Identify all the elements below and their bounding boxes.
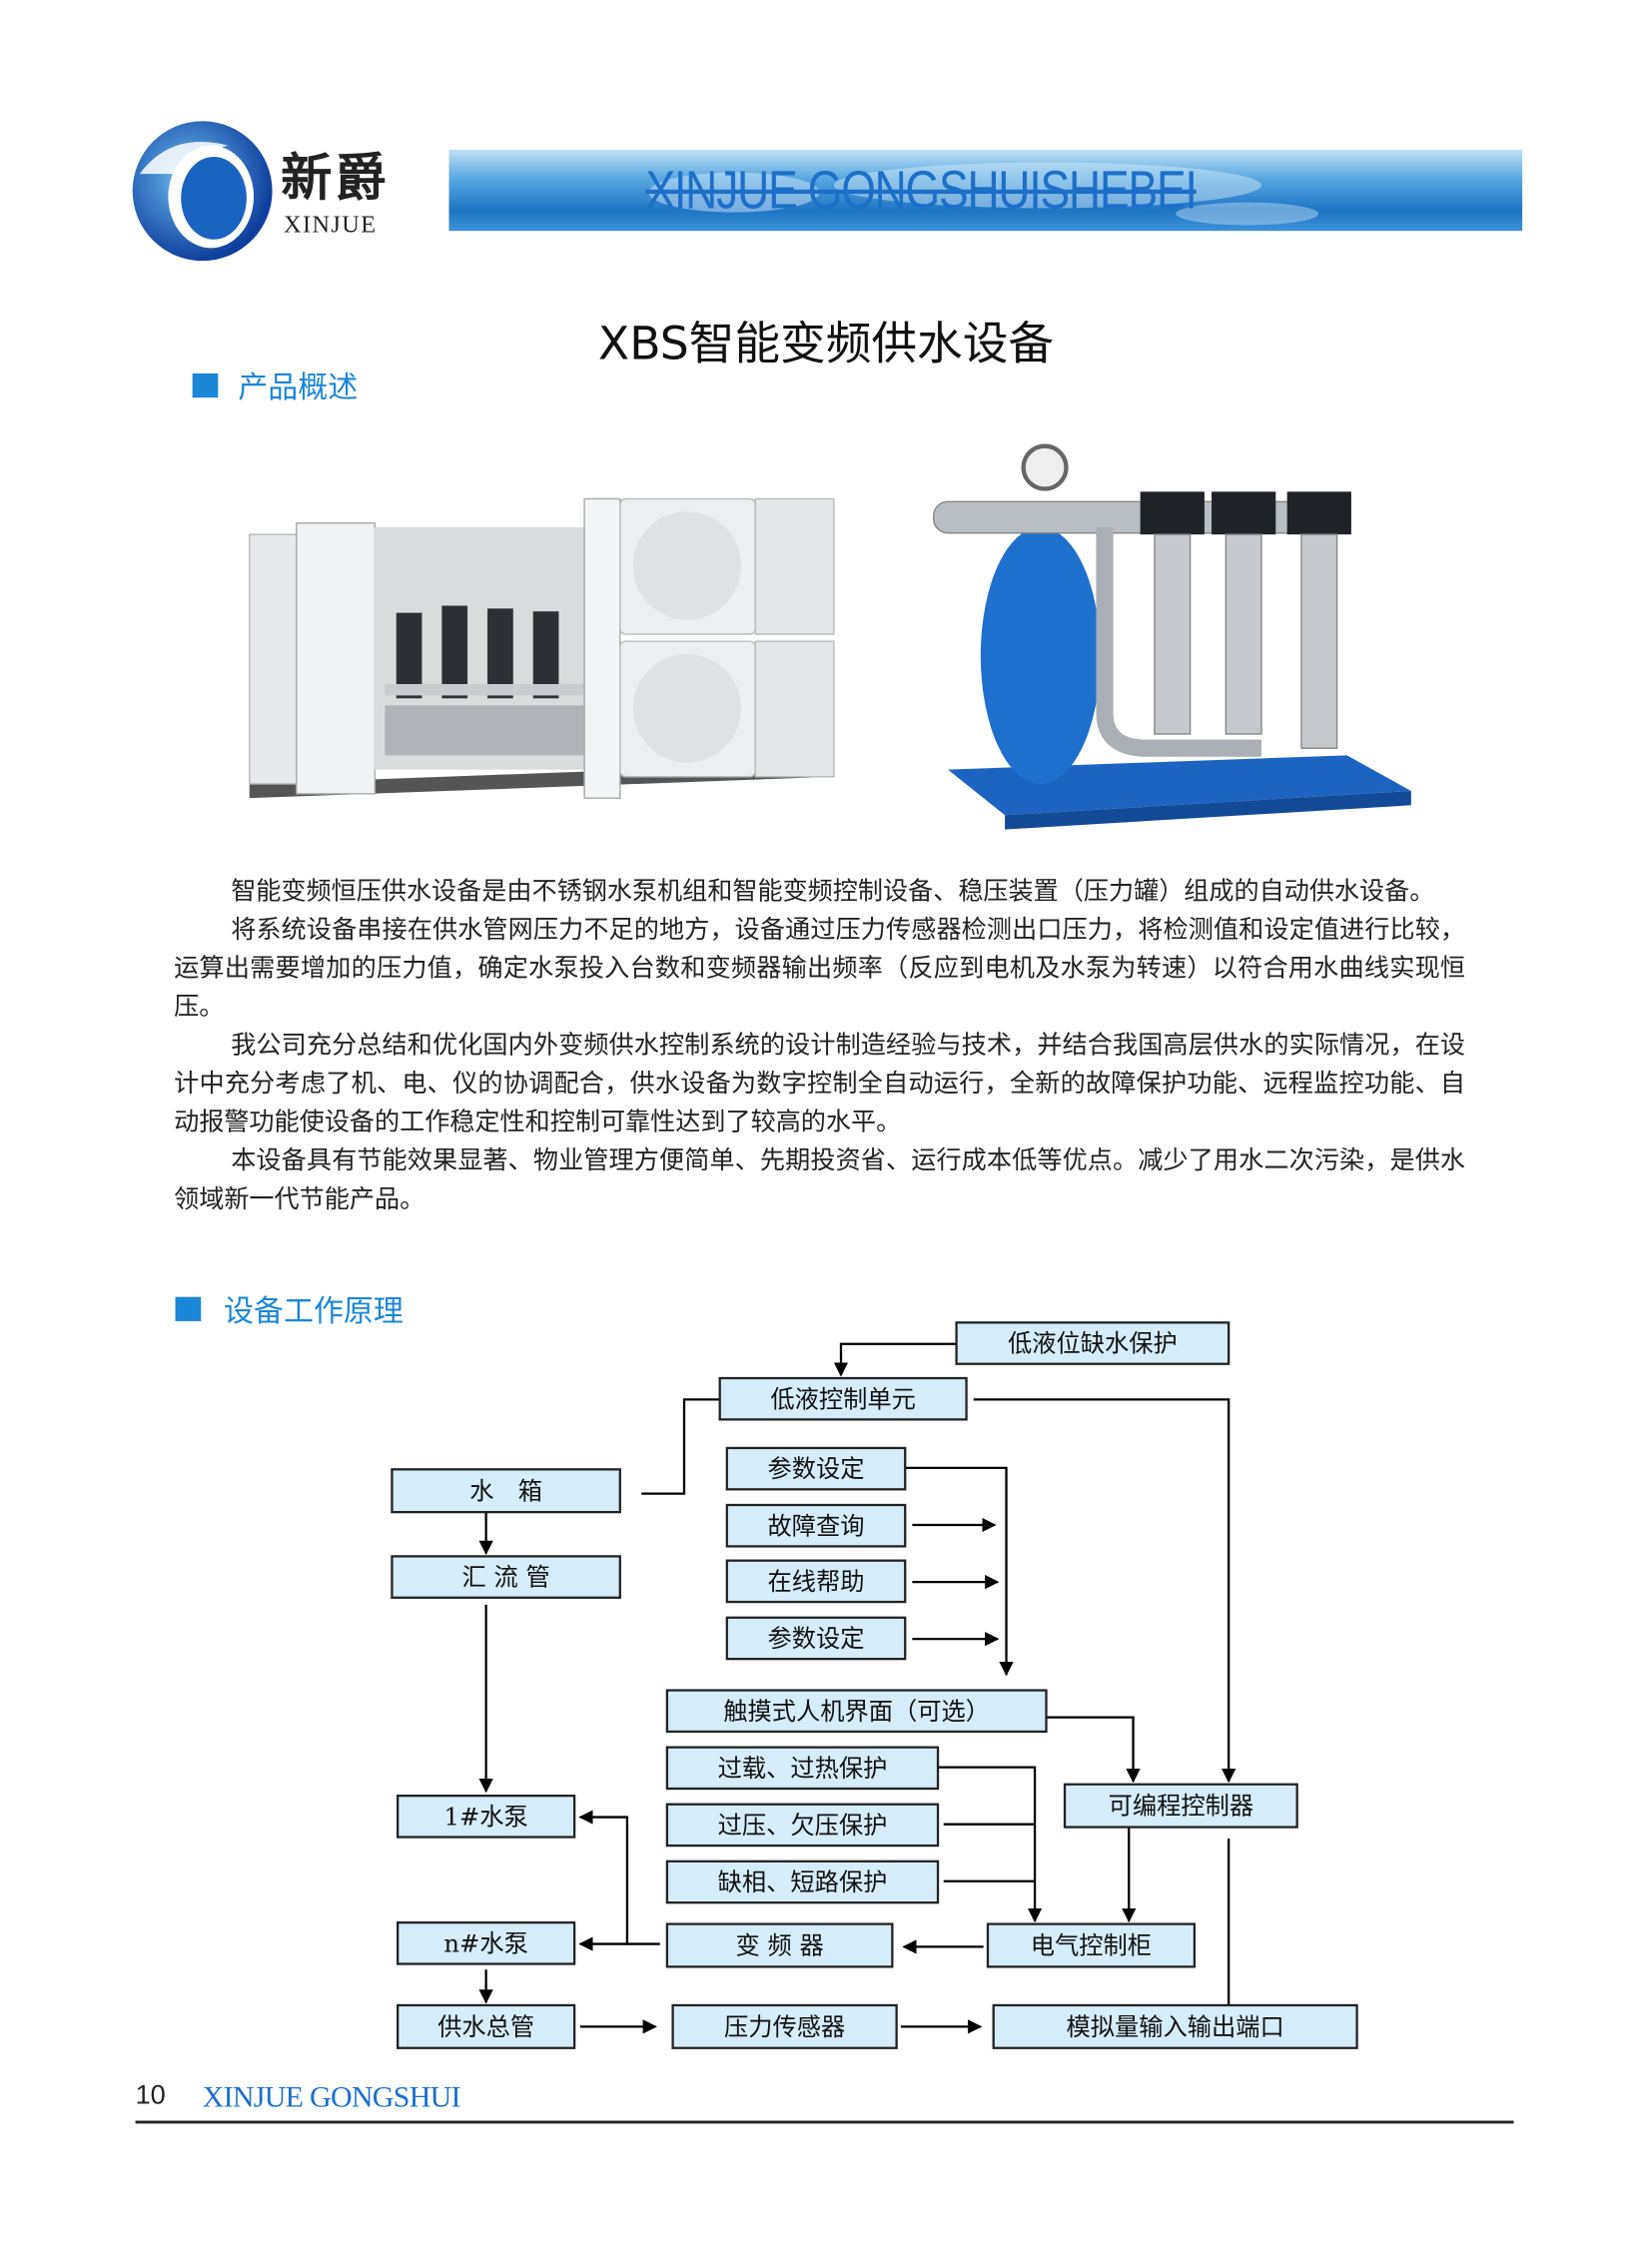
diagram-node-main-pipe: 供水总管 xyxy=(397,2003,576,2049)
diagram-box xyxy=(391,1555,621,1599)
section-marker-icon xyxy=(175,1296,202,1321)
page-number: 10 xyxy=(135,2080,166,2111)
logo-emblem xyxy=(132,121,273,262)
diagram-node-pump-n: n#水泵 xyxy=(397,1921,576,1965)
diagram-label: 模拟量输入输出端口 xyxy=(1067,2012,1284,2041)
diagram-label: 可编程控制器 xyxy=(1109,1792,1254,1821)
section-marker-icon xyxy=(192,373,219,398)
paragraph: 本设备具有节能效果显著、物业管理方便简单、先期投资省、运行成本低等优点。减少了用… xyxy=(174,1146,1466,1214)
diagram-label: 压力传感器 xyxy=(724,2012,845,2041)
diagram-label: 变 频 器 xyxy=(736,1931,824,1960)
diagram-label: 参数设定 xyxy=(768,1624,865,1653)
diagram-box xyxy=(718,1376,968,1421)
diagram-label: 过压、欠压保护 xyxy=(718,1811,888,1840)
diagram-node-overload: 过载、过热保护 xyxy=(665,1746,940,1791)
diagram-box xyxy=(671,2003,898,2049)
diagram-box xyxy=(665,1746,940,1791)
diagram-label: 在线帮助 xyxy=(768,1567,865,1596)
diagram-box xyxy=(725,1503,907,1548)
diagram-box xyxy=(665,1922,894,1968)
diagram-node-low-level-protect: 低液位缺水保护 xyxy=(955,1321,1231,1365)
diagram-node-plc: 可编程控制器 xyxy=(1063,1783,1298,1829)
product-description: 智能变频恒压供水设备是由不锈钢水泵机组和智能变频控制设备、稳压装置（压力罐）组成… xyxy=(174,874,1465,1220)
diagram-label: 过载、过热保护 xyxy=(718,1754,888,1783)
page-title: XBS智能变频供水设备 xyxy=(597,316,1055,372)
diagram-label: 电气控制柜 xyxy=(1031,1931,1152,1960)
diagram-box xyxy=(725,1559,907,1604)
diagram-node-pump-1: 1#水泵 xyxy=(397,1795,576,1839)
product-image-water-tank-system xyxy=(249,497,835,799)
paragraph: 我公司充分总结和优化国内外变频供水控制系统的设计制造经验与技术，并结合我国高层供… xyxy=(174,1032,1466,1137)
diagram-label: 供水总管 xyxy=(437,2012,534,2041)
banner-text: XINJUE GONGSHUISHEBEI xyxy=(645,161,1197,222)
header-banner: XINJUE GONGSHUISHEBEI xyxy=(448,149,1523,232)
diagram-node-inverter: 变 频 器 xyxy=(665,1922,894,1968)
paragraph: 将系统设备串接在供水管网压力不足的地方，设备通过压力传感器检测出口压力，将检测值… xyxy=(174,916,1466,1023)
diagram-node-overvoltage: 过压、欠压保护 xyxy=(665,1803,940,1848)
diagram-connectors xyxy=(478,1342,1237,2034)
diagram-box xyxy=(986,1922,1197,1968)
diagram-node-touch-hmi: 触摸式人机界面（可选） xyxy=(665,1689,1048,1734)
diagram-label: 缺相、短路保护 xyxy=(718,1868,888,1896)
diagram-box xyxy=(391,1468,621,1514)
diagram-label: 触摸式人机界面（可选） xyxy=(723,1697,990,1726)
diagram-node-fault-query: 故障查询 xyxy=(725,1503,907,1548)
diagram-label: 1#水泵 xyxy=(444,1802,528,1831)
diagram-box xyxy=(1063,1783,1298,1829)
diagram-label: 低液位缺水保护 xyxy=(1008,1329,1178,1358)
diagram-node-low-level-unit: 低液控制单元 xyxy=(718,1376,968,1421)
section-heading-principle: 设备工作原理 xyxy=(224,1293,404,1329)
product-image-pump-skid xyxy=(933,443,1411,830)
diagram-node-manifold: 汇 流 管 xyxy=(391,1555,621,1599)
footer-divider xyxy=(135,2120,1514,2124)
diagram-node-param-set-1: 参数设定 xyxy=(725,1446,907,1491)
diagram-node-cabinet: 电气控制柜 xyxy=(986,1922,1197,1968)
diagram-label: 故障查询 xyxy=(768,1511,865,1540)
diagram-node-analog-io: 模拟量输入输出端口 xyxy=(992,2003,1358,2049)
diagram-node-param-set-2: 参数设定 xyxy=(725,1616,907,1661)
logo-english-name: XINJUE xyxy=(283,211,378,239)
diagram-box xyxy=(992,2003,1358,2049)
diagram-box xyxy=(725,1616,907,1661)
diagram-label: 汇 流 管 xyxy=(462,1563,550,1592)
diagram-box xyxy=(665,1860,940,1904)
diagram-box xyxy=(397,1921,576,1965)
diagram-node-phase-loss: 缺相、短路保护 xyxy=(665,1860,940,1904)
diagram-box xyxy=(665,1689,1048,1734)
diagram-label: 参数设定 xyxy=(768,1454,865,1483)
diagram-label: 水 箱 xyxy=(469,1476,542,1505)
paragraph: 智能变频恒压供水设备是由不锈钢水泵机组和智能变频控制设备、稳压装置（压力罐）组成… xyxy=(231,878,1435,907)
diagram-node-online-help: 在线帮助 xyxy=(725,1559,907,1604)
diagram-box xyxy=(725,1446,907,1491)
diagram-box xyxy=(397,1795,576,1839)
diagram-node-water-tank: 水 箱 xyxy=(391,1468,621,1514)
logo-chinese-name: 新爵 xyxy=(281,148,390,209)
diagram-node-pressure-sensor: 压力传感器 xyxy=(671,2003,898,2049)
diagram-label: 低液控制单元 xyxy=(770,1384,916,1413)
footer-brand: XINJUE GONGSHUI xyxy=(202,2079,461,2114)
diagram-box xyxy=(955,1321,1231,1365)
diagram-label: n#水泵 xyxy=(443,1928,527,1957)
world-map-graphic xyxy=(648,162,1319,226)
diagram-box xyxy=(665,1803,940,1848)
section-heading-overview: 产品概述 xyxy=(238,371,359,405)
diagram-box xyxy=(397,2003,576,2049)
